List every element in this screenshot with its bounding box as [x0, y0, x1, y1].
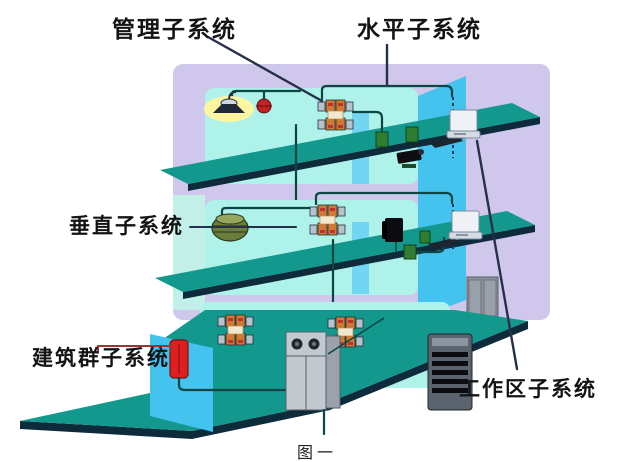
pointer-management — [206, 35, 324, 103]
label-management-subsystem: 管理子系统 — [112, 16, 237, 42]
pointer-workarea — [475, 139, 519, 371]
outlet-green — [403, 244, 417, 260]
floor-top — [160, 84, 540, 214]
workstation-computer-middle — [448, 210, 483, 240]
workstation-computer-top — [446, 109, 481, 139]
outlet-green — [419, 230, 431, 244]
label-workarea-subsystem: 工作区子系统 — [459, 378, 597, 401]
server-tower — [427, 333, 473, 411]
keyboard — [428, 238, 459, 249]
wall-phone — [382, 218, 403, 251]
label-horizontal-subsystem: 水平子系统 — [357, 16, 482, 42]
outlet-green — [375, 131, 389, 148]
camera-device — [396, 149, 424, 168]
figure-caption: 图一 — [297, 445, 338, 462]
door — [466, 276, 499, 319]
ceiling-lamp — [204, 91, 254, 122]
exterior-wall — [150, 334, 213, 432]
wall-cable — [220, 206, 314, 218]
campus-riser-red — [169, 339, 189, 379]
floor-bottom — [20, 302, 528, 439]
label-vertical-subsystem: 垂直子系统 — [69, 215, 184, 238]
pointer-campus — [97, 345, 172, 354]
pointer-lines — [97, 35, 519, 371]
outlet-green — [405, 126, 419, 143]
distribution-cabinet — [285, 331, 341, 411]
alarm-ball — [256, 98, 272, 114]
horizontal-cable-loop — [314, 191, 454, 206]
label-campus-subsystem: 建筑群子系统 — [32, 347, 170, 370]
keyboard — [430, 136, 463, 148]
floor-middle — [155, 191, 535, 318]
entry-cable — [177, 376, 290, 392]
